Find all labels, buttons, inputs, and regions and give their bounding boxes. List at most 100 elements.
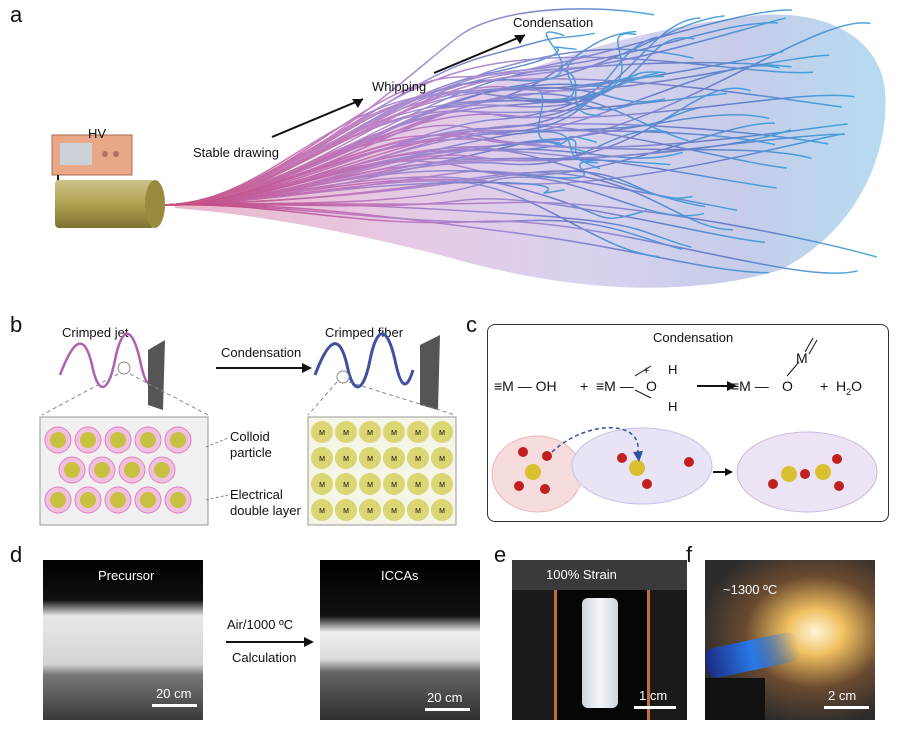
oxygen-label: O xyxy=(646,378,657,394)
grid-node xyxy=(383,447,405,469)
grid-node-label: M xyxy=(367,456,373,463)
grid-node-label: M xyxy=(343,456,349,463)
grid-node-label: M xyxy=(343,508,349,515)
grid-node-label: M xyxy=(439,430,445,437)
fiber-strand xyxy=(164,170,693,206)
fiber-strand xyxy=(164,198,765,244)
fiber-strand xyxy=(164,133,846,206)
fiber-strand xyxy=(164,204,858,274)
stable-drawing-label: Stable drawing xyxy=(193,145,279,160)
grid-node-label: M xyxy=(319,456,325,463)
plus-1: + xyxy=(580,378,589,394)
iccas-photo xyxy=(320,560,480,720)
fiber-strand xyxy=(164,8,655,206)
grid-node xyxy=(407,499,429,521)
fiber-strand xyxy=(164,203,683,251)
grid-node xyxy=(431,447,453,469)
oxygen-plus: + xyxy=(643,365,650,377)
panel-label-c: c xyxy=(466,312,477,337)
grid-node xyxy=(311,447,333,469)
panel-label-e: e xyxy=(494,542,507,567)
fiber-strand xyxy=(164,85,561,206)
h-bottom: H xyxy=(668,399,678,414)
grid-node-label: M xyxy=(391,456,397,463)
reaction-box xyxy=(487,324,889,522)
grid-node xyxy=(383,499,405,521)
arrow-label-top: Air/1000 ºC xyxy=(227,617,294,632)
fiber-strand xyxy=(164,9,792,206)
grid-node xyxy=(335,499,357,521)
grid-node xyxy=(359,421,381,443)
fiber-strand xyxy=(164,181,565,206)
spinneret-tube xyxy=(55,180,155,228)
grid-node xyxy=(335,447,357,469)
product-o: O xyxy=(782,378,793,394)
scale-bar-f xyxy=(824,706,869,709)
product-m2: M xyxy=(796,350,808,366)
grid-node-label: M xyxy=(391,430,397,437)
grid-node xyxy=(359,499,381,521)
scale-bar-d2 xyxy=(425,708,470,711)
panel-label-f: f xyxy=(686,542,693,567)
grid-node xyxy=(311,421,333,443)
fiber-strand xyxy=(164,203,769,274)
crimped-fiber-label: Crimped fiber xyxy=(325,325,404,340)
h-top: H xyxy=(668,362,678,377)
scale-bar-e xyxy=(634,706,676,709)
grid-node xyxy=(311,499,333,521)
reactant-2: ≡M — xyxy=(596,378,634,394)
product-m: ≡M — xyxy=(731,378,769,394)
crimped-jet-label: Crimped jet xyxy=(62,325,129,340)
grid-node xyxy=(335,473,357,495)
fiber-strand xyxy=(164,92,728,206)
grid-node-label: M xyxy=(319,482,325,489)
fiber-strand xyxy=(164,31,565,206)
reactant-1: ≡M — OH xyxy=(494,378,557,394)
fiber-strands xyxy=(164,8,877,274)
edl-label-2: double layer xyxy=(230,503,301,518)
hv-label: HV xyxy=(88,126,107,141)
process-arrow xyxy=(226,637,314,647)
whipping-label: Whipping xyxy=(372,79,427,94)
strain-label: 100% Strain xyxy=(546,567,617,582)
reaction-diagram xyxy=(491,337,878,513)
panel-label-a: a xyxy=(10,2,23,27)
grid-node-label: M xyxy=(343,430,349,437)
grid-node xyxy=(335,421,357,443)
condensation-label-a: Condensation xyxy=(513,15,594,30)
grid-node-label: M xyxy=(367,508,373,515)
temperature-label: ~1300 ºC xyxy=(723,582,778,597)
scale-bar-d1 xyxy=(152,704,197,707)
scale-label-e: 1 cm xyxy=(639,688,668,703)
fiber-strand xyxy=(164,74,637,206)
grid-node xyxy=(407,421,429,443)
fiber-strand xyxy=(164,131,599,206)
arrow-label-bottom: Calculation xyxy=(232,650,297,665)
grid-node-label: M xyxy=(415,430,421,437)
colloid-label-2: particle xyxy=(230,445,272,460)
reaction-title: Condensation xyxy=(653,330,734,345)
grid-node xyxy=(383,421,405,443)
grid-node-label: M xyxy=(367,430,373,437)
condensation-arrow-label: Condensation xyxy=(221,345,302,360)
grid-node-label: M xyxy=(439,456,445,463)
fiber-strand xyxy=(164,157,671,206)
iccas-label: ICCAs xyxy=(381,568,419,583)
precursor-photo xyxy=(43,560,203,720)
grid-node-label: M xyxy=(415,508,421,515)
grid-node-label: M xyxy=(439,508,445,515)
fiber-strand xyxy=(164,138,812,206)
fiber-strand xyxy=(164,17,787,206)
precursor-label: Precursor xyxy=(98,568,155,583)
colloid-label-1: Colloid xyxy=(230,429,270,444)
scale-label-d1: 20 cm xyxy=(156,686,192,701)
grid-node xyxy=(431,499,453,521)
water-label: H2O xyxy=(836,378,863,397)
grid-node xyxy=(407,447,429,469)
panel-label-d: d xyxy=(10,542,23,567)
grid-node-label: M xyxy=(319,508,325,515)
grid-node xyxy=(359,447,381,469)
strain-photo xyxy=(512,560,687,720)
edl-label-1: Electrical xyxy=(230,487,283,502)
